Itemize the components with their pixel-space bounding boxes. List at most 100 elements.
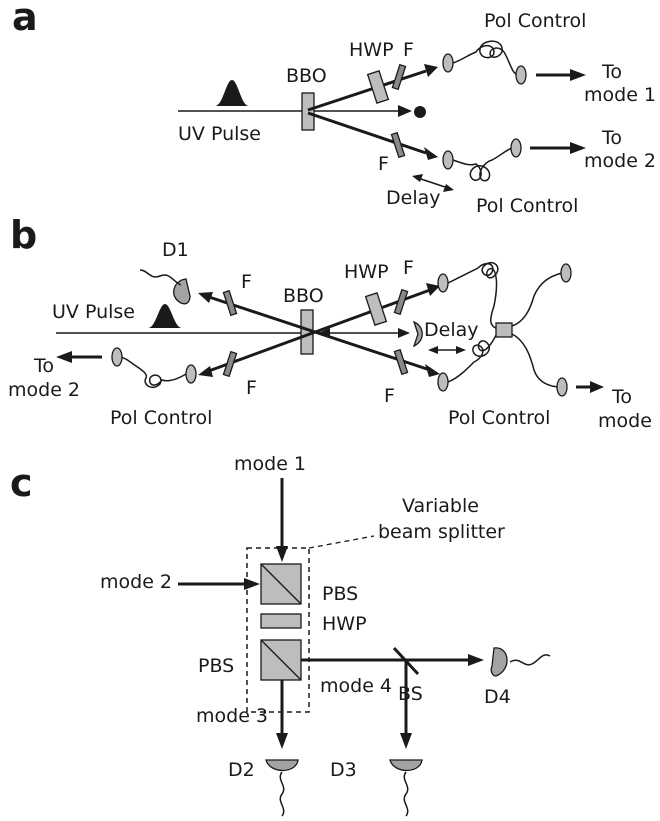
pbs-bottom-label: PBS bbox=[198, 655, 234, 677]
vbs-label-line2: beam splitter bbox=[378, 521, 505, 543]
fiber-out-lower-right bbox=[511, 333, 559, 388]
fiber-coupler-in-upper-right bbox=[437, 273, 449, 293]
delay-arrow-head-right bbox=[443, 184, 454, 192]
pump-beam-dump-arrow bbox=[398, 105, 412, 117]
vbs-label-line1: Variable bbox=[402, 495, 479, 517]
mode3-label: mode 3 bbox=[196, 705, 268, 727]
bbo-crystal bbox=[301, 92, 315, 131]
filter-lower-right-label: F bbox=[384, 385, 395, 407]
filter-lower-left-label: F bbox=[246, 377, 257, 399]
to-mode2-label-b-line1: To bbox=[33, 355, 54, 377]
delay-label: Delay bbox=[386, 187, 441, 209]
filter-lower-right bbox=[393, 348, 409, 376]
filter-upper bbox=[391, 63, 407, 91]
detector-d3 bbox=[389, 759, 423, 772]
panel-b: b UV Pulse BBO F F F F HWP D1 bbox=[8, 213, 660, 432]
detector-d1 bbox=[173, 278, 191, 305]
fiber-pol-loops-left bbox=[119, 356, 187, 389]
vbs-callout-line bbox=[308, 535, 375, 549]
fiber-coupler-out-upper-right bbox=[560, 263, 572, 283]
pbs-top-diagonal bbox=[260, 563, 302, 605]
hwp-label-c: HWP bbox=[322, 613, 367, 635]
detector-d2-cable bbox=[279, 771, 285, 817]
bs-label: BS bbox=[398, 683, 423, 705]
delay-arrow-shaft bbox=[417, 177, 449, 189]
beam-upper-right-arrow bbox=[426, 283, 440, 296]
output-mode2-arrow bbox=[570, 142, 586, 154]
pol-control-label-upper: Pol Control bbox=[484, 10, 586, 32]
mode4-label: mode 4 bbox=[320, 675, 392, 697]
delay-arrow-head-left bbox=[412, 174, 423, 182]
bbo-label: BBO bbox=[286, 65, 327, 87]
variable-beam-splitter-box bbox=[246, 547, 310, 713]
fiber-upper-right bbox=[447, 262, 499, 330]
uv-pulse-icon bbox=[215, 80, 249, 106]
filter-upper-left-label: F bbox=[241, 271, 252, 293]
pol-control-label-lower: Pol Control bbox=[476, 195, 578, 217]
output-mode1-arrow bbox=[570, 69, 586, 81]
fiber-coupler-in-lower bbox=[442, 150, 454, 170]
to-mode1-label-line1: To bbox=[601, 61, 622, 83]
panel-a-letter: a bbox=[12, 0, 38, 39]
half-wave-plate bbox=[366, 70, 390, 104]
to-mode2-label-b-line2: mode 2 bbox=[8, 379, 80, 401]
filter-lower bbox=[390, 131, 406, 159]
beam-lower-arrow bbox=[424, 147, 438, 160]
to-mode2-label-line1: To bbox=[601, 127, 622, 149]
bbo-label-b: BBO bbox=[283, 285, 324, 307]
filter-lower-left bbox=[222, 350, 238, 378]
panel-c: c mode 1 Variable beam splitter mode 2 P… bbox=[10, 453, 551, 817]
uv-pulse-label-b: UV Pulse bbox=[52, 301, 135, 323]
panel-a: a UV Pulse BBO HWP F F Pol Control To mo… bbox=[12, 0, 656, 217]
beam-d1-arrow bbox=[198, 292, 213, 303]
beam-upper-arrow bbox=[424, 64, 438, 77]
detector-d4-label: D4 bbox=[484, 686, 511, 708]
fiber-coupler-out-lower bbox=[510, 138, 522, 158]
beam-mode2-arrow bbox=[198, 366, 213, 377]
to-mode1-label-b-line1: To bbox=[611, 386, 632, 408]
output-mode1-arrow-b bbox=[590, 381, 604, 393]
to-mode2-label-line2: mode 2 bbox=[584, 150, 656, 172]
detector-d2 bbox=[265, 759, 299, 772]
uv-pulse-label: UV Pulse bbox=[178, 123, 261, 145]
beam-dump bbox=[414, 106, 426, 118]
fiber-pol-loops-lower bbox=[452, 147, 513, 182]
fiber-pol-loops-upper bbox=[452, 40, 519, 76]
mode2-arrow bbox=[244, 578, 260, 590]
to-mode1-label-line2: mode 1 bbox=[584, 84, 656, 106]
fiber-out-upper-right bbox=[511, 272, 563, 327]
detector-d3-label: D3 bbox=[330, 759, 357, 781]
fiber-coupler-in-left bbox=[185, 364, 197, 384]
fiber-coupler-out-lower-right bbox=[556, 377, 568, 397]
beam-upper bbox=[307, 69, 427, 112]
detector-d1-cable bbox=[139, 269, 182, 286]
filter-lower-label: F bbox=[378, 153, 389, 175]
mode4-arrow bbox=[468, 654, 484, 666]
pbs-top-label: PBS bbox=[322, 583, 358, 605]
delay-line-arrow-left bbox=[318, 328, 330, 338]
output-mode2-arrow-b bbox=[56, 351, 72, 363]
to-mode1-label-b-line2: mode 1 bbox=[598, 410, 660, 432]
pol-control-label-left: Pol Control bbox=[110, 407, 212, 429]
bs-reflected-arrow bbox=[400, 733, 412, 749]
delay-stage-arrow-left bbox=[428, 346, 438, 354]
mode1-label: mode 1 bbox=[234, 453, 306, 475]
fiber-coupler-in-upper bbox=[442, 53, 454, 73]
delay-mirror bbox=[412, 320, 423, 348]
pol-control-label-right: Pol Control bbox=[448, 407, 550, 429]
detector-d1-label: D1 bbox=[162, 239, 189, 261]
filter-upper-right bbox=[393, 288, 409, 316]
fiber-beam-splitter bbox=[495, 322, 513, 338]
beam-lower-right-arrow bbox=[425, 364, 440, 377]
detector-d2-label: D2 bbox=[228, 759, 255, 781]
beam-lower bbox=[307, 111, 427, 155]
hwp-label: HWP bbox=[349, 39, 394, 61]
half-wave-plate-c bbox=[260, 613, 302, 629]
fiber-coupler-out-left bbox=[111, 347, 123, 367]
filter-upper-label: F bbox=[403, 39, 414, 61]
panel-b-letter: b bbox=[10, 213, 37, 257]
panel-c-letter: c bbox=[10, 461, 33, 505]
detector-d4-cable bbox=[509, 654, 551, 666]
mode1-arrow bbox=[276, 546, 288, 562]
